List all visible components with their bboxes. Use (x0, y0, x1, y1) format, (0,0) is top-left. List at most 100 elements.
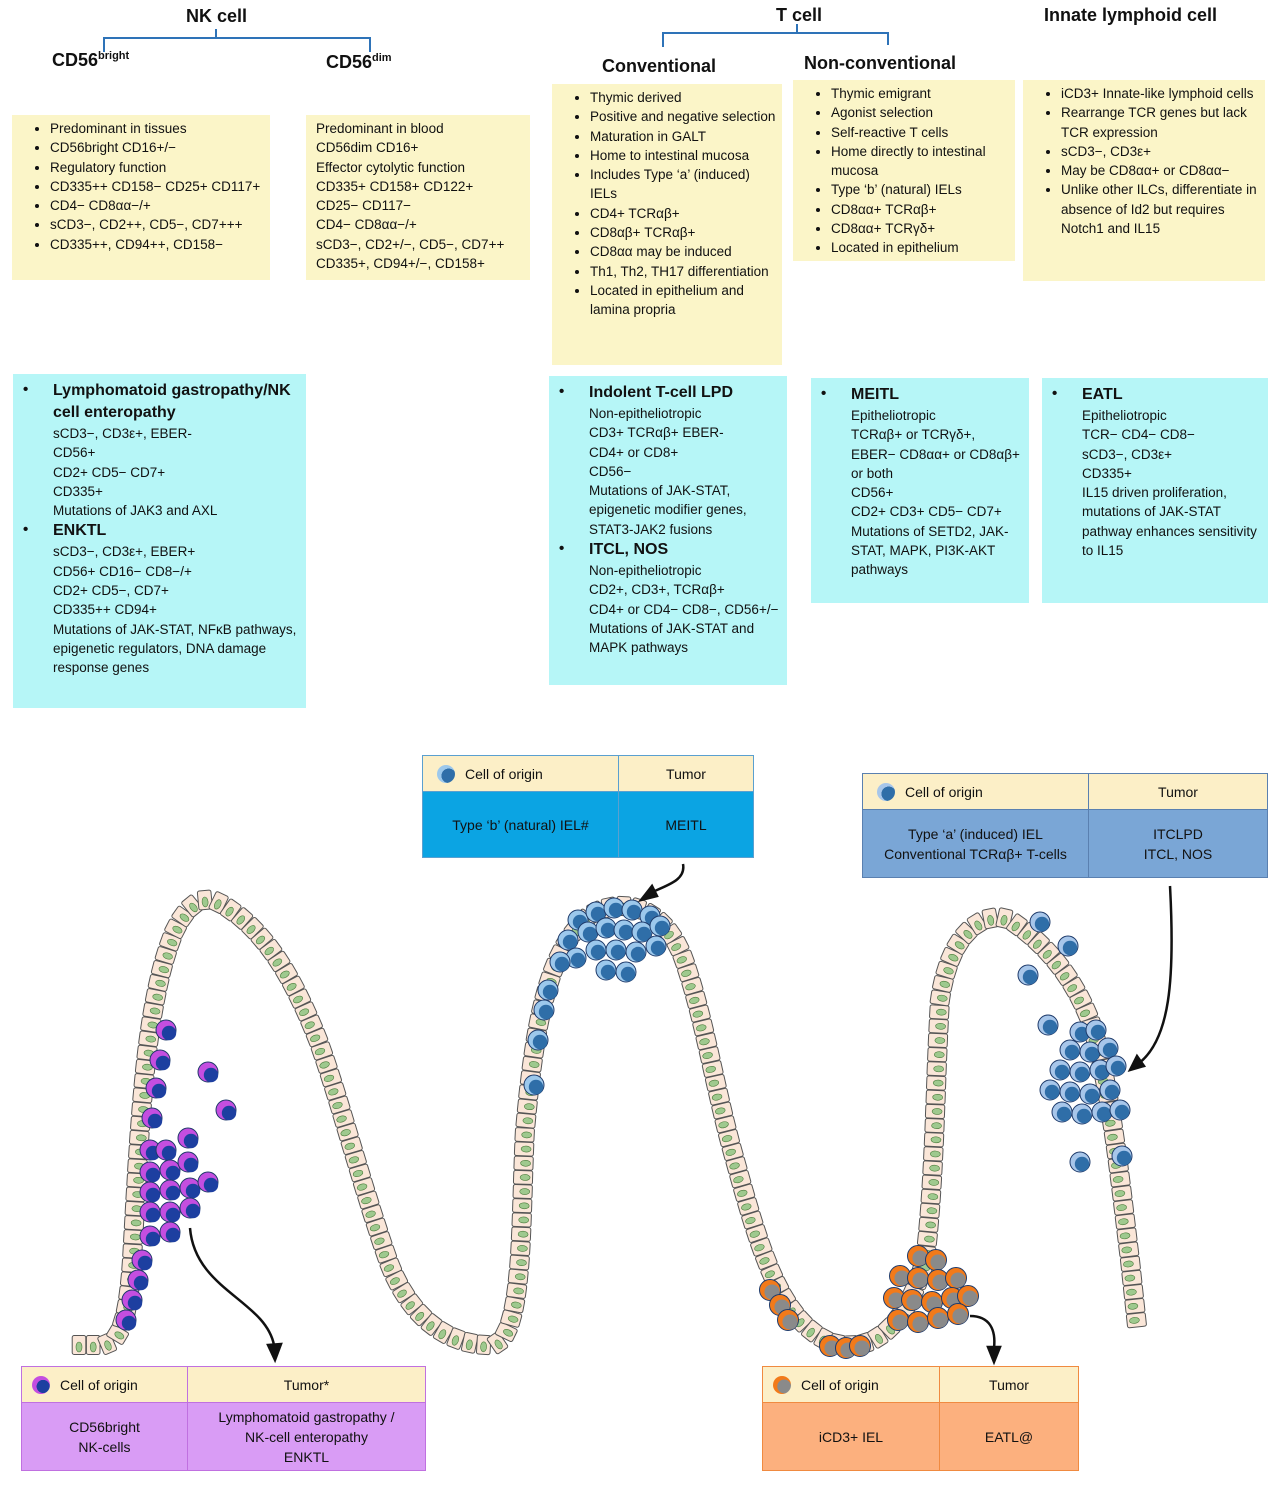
cd56-dim-header: CD56dim (326, 52, 392, 72)
bullet: • (23, 521, 29, 539)
lymphoma-feature: sCD3−, CD3ε+ (1082, 446, 1173, 462)
tumor-cell (1051, 1101, 1073, 1123)
feature-item: sCD3−, CD3ε+ (1061, 142, 1259, 161)
epithelial-cell (515, 1112, 537, 1129)
tumor-cell (645, 935, 667, 957)
feature-item: Regulatory function (50, 158, 270, 177)
feature-item: Thymic derived (590, 88, 776, 107)
epithelial-cell (512, 1198, 533, 1214)
epithelial-cell (1116, 1227, 1138, 1244)
epithelial-cell (516, 1098, 538, 1115)
lymphoma-feature: CD2+, CD3+, TCRαβ+ (589, 582, 725, 598)
tumor-cell (777, 1309, 799, 1331)
feature-item: Type ‘b’ (natural) IELs (831, 180, 1009, 199)
epithelial-cell (1075, 1002, 1099, 1023)
lymphoma-feature: sCD3−, CD3ε+, EBER+ (53, 544, 196, 560)
lymphoma-feature: Mutations of SETD2, JAK-STAT, MAPK, PI3K… (851, 523, 1009, 578)
tumor-cell (197, 1061, 219, 1083)
epithelial-cell (692, 1018, 715, 1037)
tumor-cell (907, 1267, 929, 1289)
tumor-cell (139, 1201, 161, 1223)
epithelial-cell (867, 1325, 889, 1349)
conventional-header: Conventional (602, 56, 717, 76)
epithelial-cell (995, 907, 1014, 930)
epithelial-cell (688, 1004, 711, 1023)
lymphoma-name: ENKTL (53, 522, 107, 540)
feature-item: Predominant in blood (316, 121, 444, 136)
epithelial-cell (725, 1156, 748, 1175)
feature-item: Self-reactive T cells (831, 123, 1009, 142)
tumor-cell (139, 1161, 161, 1183)
epithelial-cell (922, 1160, 943, 1176)
epithelial-cell (409, 1303, 433, 1327)
tumor-cell (925, 1249, 947, 1271)
tumor-cell (849, 1335, 871, 1357)
tumor-cell (197, 1171, 219, 1193)
tumor-cell (595, 959, 617, 981)
feature-item: Agonist selection (831, 103, 1009, 122)
epithelial-cell (510, 1240, 531, 1257)
epithelial-cell (711, 1101, 734, 1120)
tumor-cells (115, 897, 1133, 1359)
lymphoma-name: ITCL, NOS (589, 541, 669, 559)
epithelial-cell (370, 1231, 393, 1251)
lymphoma-feature: CD2+ CD5−, CD7+ (53, 583, 169, 599)
tumor-cell (149, 1049, 171, 1071)
lymphoma-feature: Mutations of JAK-STAT and MAPK pathways (589, 620, 758, 656)
epithelial-cell (708, 1087, 730, 1106)
lymphoma-entry: •Lymphomatoid gastropathy/NK cell entero… (23, 380, 298, 520)
epithelial-cell (147, 974, 170, 992)
tumor-cell (139, 1225, 161, 1247)
epithelial-cell (142, 1002, 164, 1020)
epithelial-cell (1027, 931, 1050, 955)
feature-item: CD8αβ+ TCRαβ+ (590, 223, 776, 242)
tumor-value-cell: Lymphomatoid gastropathy / NK-cell enter… (188, 1403, 425, 1470)
epithelial-cell (123, 1229, 144, 1245)
nonconventional-features: Thymic emigrantAgonist selectionSelf-rea… (793, 80, 1015, 261)
epithelial-cell (923, 1146, 944, 1162)
lymphoma-feature: CD56+ (53, 445, 96, 461)
epithelial-cell (1037, 941, 1060, 965)
bullet: • (1052, 385, 1058, 402)
epithelial-cell (729, 1169, 752, 1189)
epithelial-cell (486, 1331, 509, 1355)
tumor-cell (527, 1029, 549, 1051)
epithelial-cell (681, 976, 704, 996)
feature-item: CD335+, CD94+/−, CD158+ (316, 256, 485, 272)
tumor-cell (155, 1139, 177, 1161)
nk-lymphomas-box: •Lymphomatoid gastropathy/NK cell entero… (13, 374, 306, 708)
feature-item: CD56dim CD16+ (316, 140, 419, 156)
feature-item: May be CD8αα+ or CD8αα− (1061, 161, 1259, 180)
tumor-cell (907, 1245, 929, 1267)
epithelial-cell (250, 927, 274, 950)
epithelial-cell (1122, 1283, 1144, 1301)
epithelial-cell (374, 1244, 398, 1264)
feature-item: sCD3−, CD2+/−, CD5−, CD7++ (316, 236, 505, 252)
epithelial-cell (328, 1095, 351, 1115)
epithelial-cell (1109, 1170, 1131, 1188)
tumor-cell (549, 951, 571, 973)
epithelial-cell (741, 1210, 764, 1230)
epithelial-cell (760, 1263, 784, 1284)
epithelial-cell (1121, 1269, 1143, 1286)
epithelial-cell (509, 1254, 530, 1271)
epithelial-cell (666, 936, 690, 957)
conventional-features: Thymic derivedPositive and negative sele… (552, 84, 782, 365)
feature-item: Rearrange TCR genes but lack TCR express… (1061, 103, 1259, 142)
epithelial-cell (1006, 913, 1028, 937)
origin-header-cell: Cell of origin (22, 1367, 188, 1403)
epithelial-cell (927, 1046, 948, 1063)
tumor-cell (1079, 1083, 1101, 1105)
lymphoma-feature: Mutations of JAK-STAT, epigenetic modifi… (589, 483, 751, 537)
tumor-cell (215, 1099, 237, 1121)
lymphoma-feature: Mutations of JAK3 and AXL (53, 503, 218, 519)
epithelial-cell (259, 938, 283, 961)
epithelial-cell (924, 1118, 945, 1134)
epithelial-cell (294, 1001, 318, 1022)
tumor-header-cell: Tumor (619, 756, 753, 792)
tumor-header-cell: Tumor (1089, 774, 1267, 810)
